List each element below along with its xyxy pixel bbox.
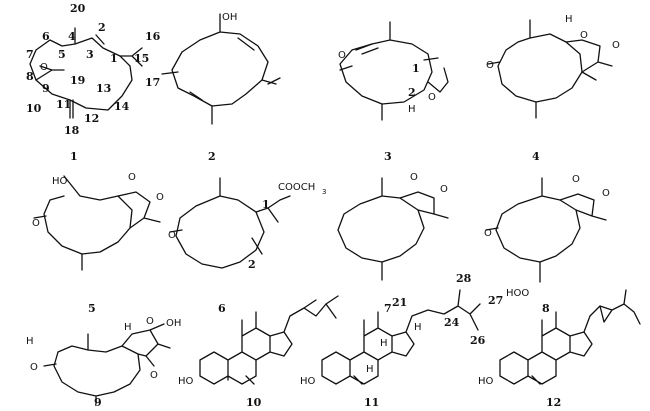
atom-number-14: 14 — [114, 100, 130, 113]
atom-label-h2: H — [380, 338, 388, 349]
atom-label-o2: O — [428, 92, 436, 103]
atom-number-1: 1 — [262, 198, 270, 211]
atom-label-o1: O — [338, 50, 346, 61]
atom-label-o1: O — [146, 316, 154, 327]
atom-label-o2: O — [440, 184, 448, 195]
atom-number-7: 7 — [26, 48, 34, 61]
atom-number-28: 28 — [456, 272, 472, 285]
compound-number-12: 12 — [546, 396, 561, 409]
atom-label-o1: O — [410, 172, 418, 183]
compound-4: H O O O 4 — [486, 14, 620, 163]
compound-number-6: 6 — [218, 302, 226, 315]
atom-number-16: 16 — [145, 30, 161, 43]
atom-number-10: 10 — [26, 102, 42, 115]
atom-number-6: 6 — [42, 30, 50, 43]
compound-10: HO 10 — [178, 295, 339, 409]
atom-number-20: 20 — [70, 2, 86, 15]
atom-number-2: 2 — [408, 86, 416, 99]
atom-number-21: 21 — [392, 296, 407, 309]
atom-label-o3: O — [486, 60, 494, 71]
compound-number-10: 10 — [246, 396, 262, 409]
atom-number-1: 1 — [412, 62, 420, 75]
compound-number-5: 5 — [88, 302, 96, 315]
atom-number-2: 2 — [98, 21, 106, 34]
atom-number-27: 27 — [488, 294, 503, 307]
atom-label-o3: O — [484, 228, 492, 239]
atom-number-26: 26 — [470, 334, 486, 347]
atom-number-13: 13 — [96, 82, 111, 95]
atom-number-2: 2 — [248, 258, 256, 271]
atom-label-o2: O — [30, 362, 38, 373]
atom-number-4: 4 — [68, 30, 76, 43]
atom-number-24: 24 — [444, 316, 460, 329]
atom-label-o1: O — [128, 172, 136, 183]
atom-label-sub: 3 — [322, 188, 326, 196]
compound-number-8: 8 — [542, 302, 550, 315]
atom-label-h2: H — [124, 322, 132, 333]
compound-8: O O O HOO 8 — [484, 174, 610, 315]
compound-5: HO O O O 5 — [32, 172, 164, 315]
atom-number-12: 12 — [84, 112, 99, 125]
atom-label-o1: O — [572, 174, 580, 185]
compound-number-1: 1 — [70, 150, 78, 163]
compound-1: O 20 2 16 6 4 7 5 3 1 15 8 19 9 13 10 11… — [26, 2, 161, 163]
compound-number-3: 3 — [384, 150, 392, 163]
atom-number-17: 17 — [145, 76, 160, 89]
atom-number-15: 15 — [134, 52, 149, 65]
atom-number-8: 8 — [26, 70, 34, 83]
atom-label-ho: HO — [478, 376, 494, 387]
atom-label-o3: O — [32, 218, 40, 229]
atom-number-9: 9 — [42, 82, 50, 95]
atom-number-3: 3 — [86, 48, 94, 61]
atom-label-h: H — [408, 104, 416, 115]
atom-number-11: 11 — [56, 98, 71, 111]
atom-label-h1: H — [26, 336, 34, 347]
atom-label-o3: O — [150, 370, 158, 381]
compound-9: H H O OH O O 9 — [26, 316, 181, 409]
atom-number-1: 1 — [110, 52, 118, 65]
atom-number-5: 5 — [58, 48, 66, 61]
atom-label-oh: OH — [166, 318, 181, 329]
atom-label-ho: HO — [300, 376, 316, 387]
atom-label-oh: OH — [222, 12, 237, 23]
atom-label-o2: O — [602, 188, 610, 199]
atom-label-h1: H — [414, 322, 422, 333]
atom-label-o: O — [168, 230, 176, 241]
atom-label-h: H — [565, 14, 573, 25]
atom-label-ester: COOCH — [278, 182, 315, 193]
compound-3: O 1 2 H O 3 — [338, 21, 449, 163]
compound-6: COOCH 3 1 O 2 6 — [168, 177, 326, 315]
compound-number-11: 11 — [364, 396, 379, 409]
atom-label-ho: HO — [178, 376, 194, 387]
compound-number-4: 4 — [532, 150, 540, 163]
atom-label-o2: O — [156, 192, 164, 203]
atom-number-19: 19 — [70, 74, 85, 87]
compound-7: O O 7 — [337, 172, 449, 315]
compound-number-7: 7 — [384, 302, 392, 315]
atom-label-o: O — [40, 62, 48, 73]
atom-label-o2: O — [612, 40, 620, 51]
atom-label-ho: HO — [52, 176, 68, 187]
compound-number-2: 2 — [208, 150, 216, 163]
atom-label-h3: H — [366, 364, 374, 375]
compound-12: HO 12 — [478, 289, 641, 409]
compound-number-9: 9 — [94, 396, 102, 409]
compound-11: 28 21 27 24 H H 26 H HO 11 — [300, 272, 503, 409]
compound-2: OH 2 — [161, 12, 281, 163]
atom-label-hoo: HOO — [506, 288, 529, 299]
atom-label-o1: O — [580, 30, 588, 41]
atom-number-18: 18 — [64, 124, 80, 137]
